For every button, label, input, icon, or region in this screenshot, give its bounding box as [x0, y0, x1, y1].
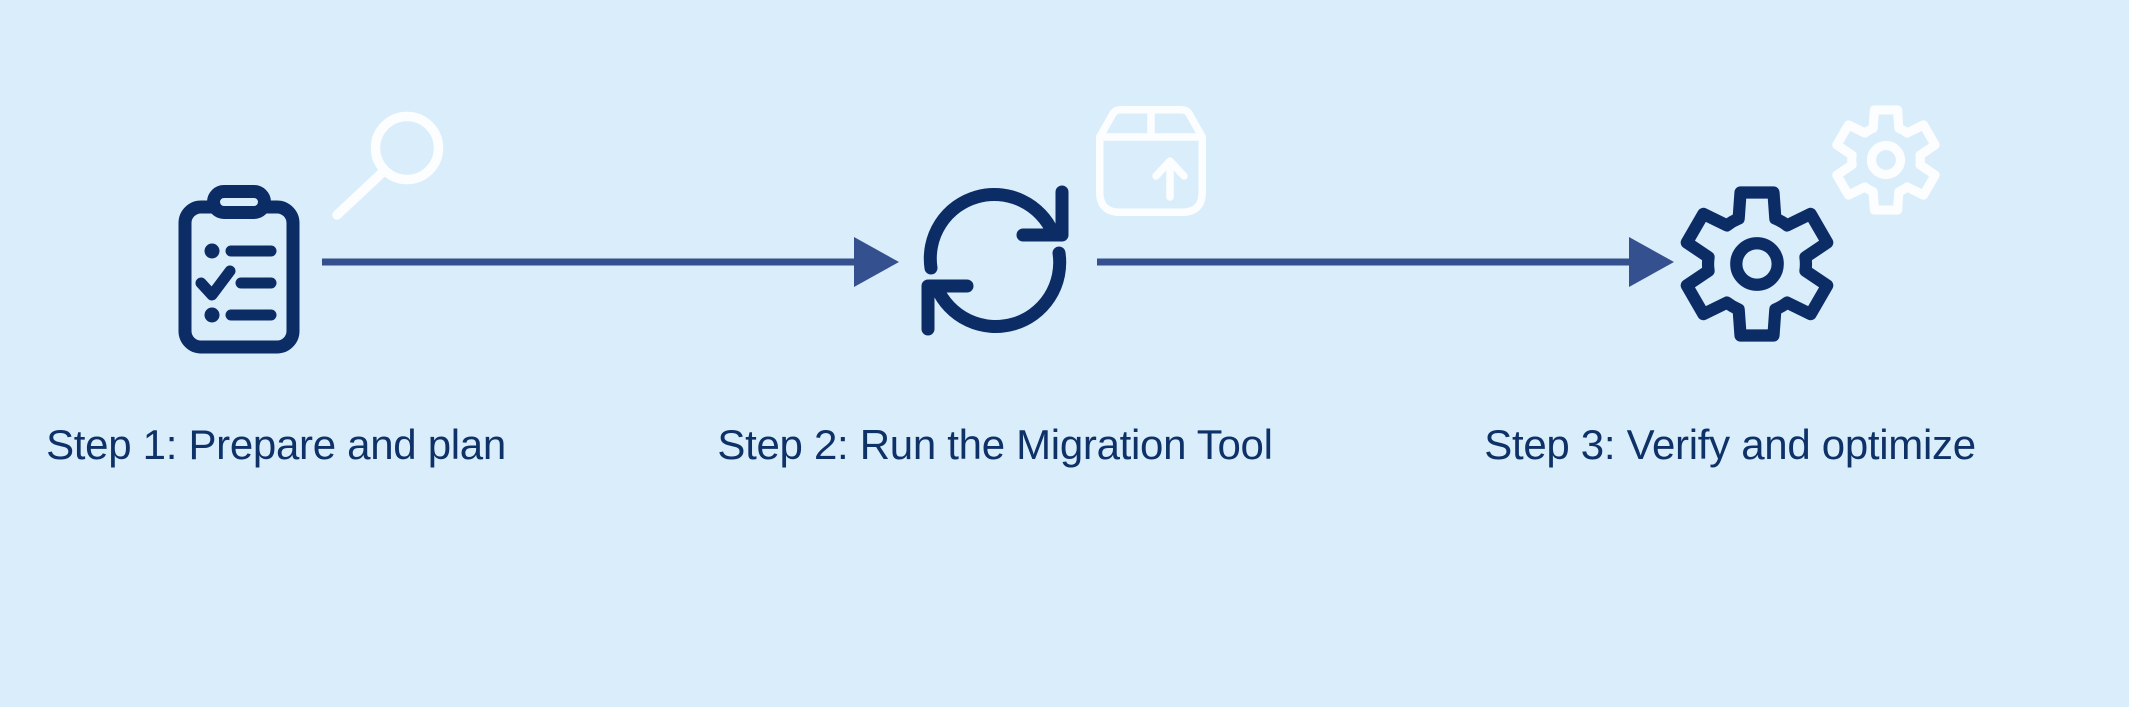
step-2-label: Step 2: Run the Migration Tool [717, 421, 1273, 468]
clipboard-checklist-icon [177, 185, 301, 355]
magnifier-icon [328, 100, 448, 225]
package-upload-icon [1096, 106, 1206, 216]
step-1-label: Step 1: Prepare and plan [46, 421, 506, 468]
sync-arrows-icon [919, 182, 1075, 338]
arrow-connector-1 [320, 234, 900, 295]
bottom-edge [0, 707, 2129, 709]
arrow-connector-2 [1095, 234, 1675, 295]
gear-small-icon [1830, 104, 1942, 216]
gear-icon [1677, 184, 1837, 344]
step-3-label: Step 3: Verify and optimize [1484, 421, 1976, 468]
